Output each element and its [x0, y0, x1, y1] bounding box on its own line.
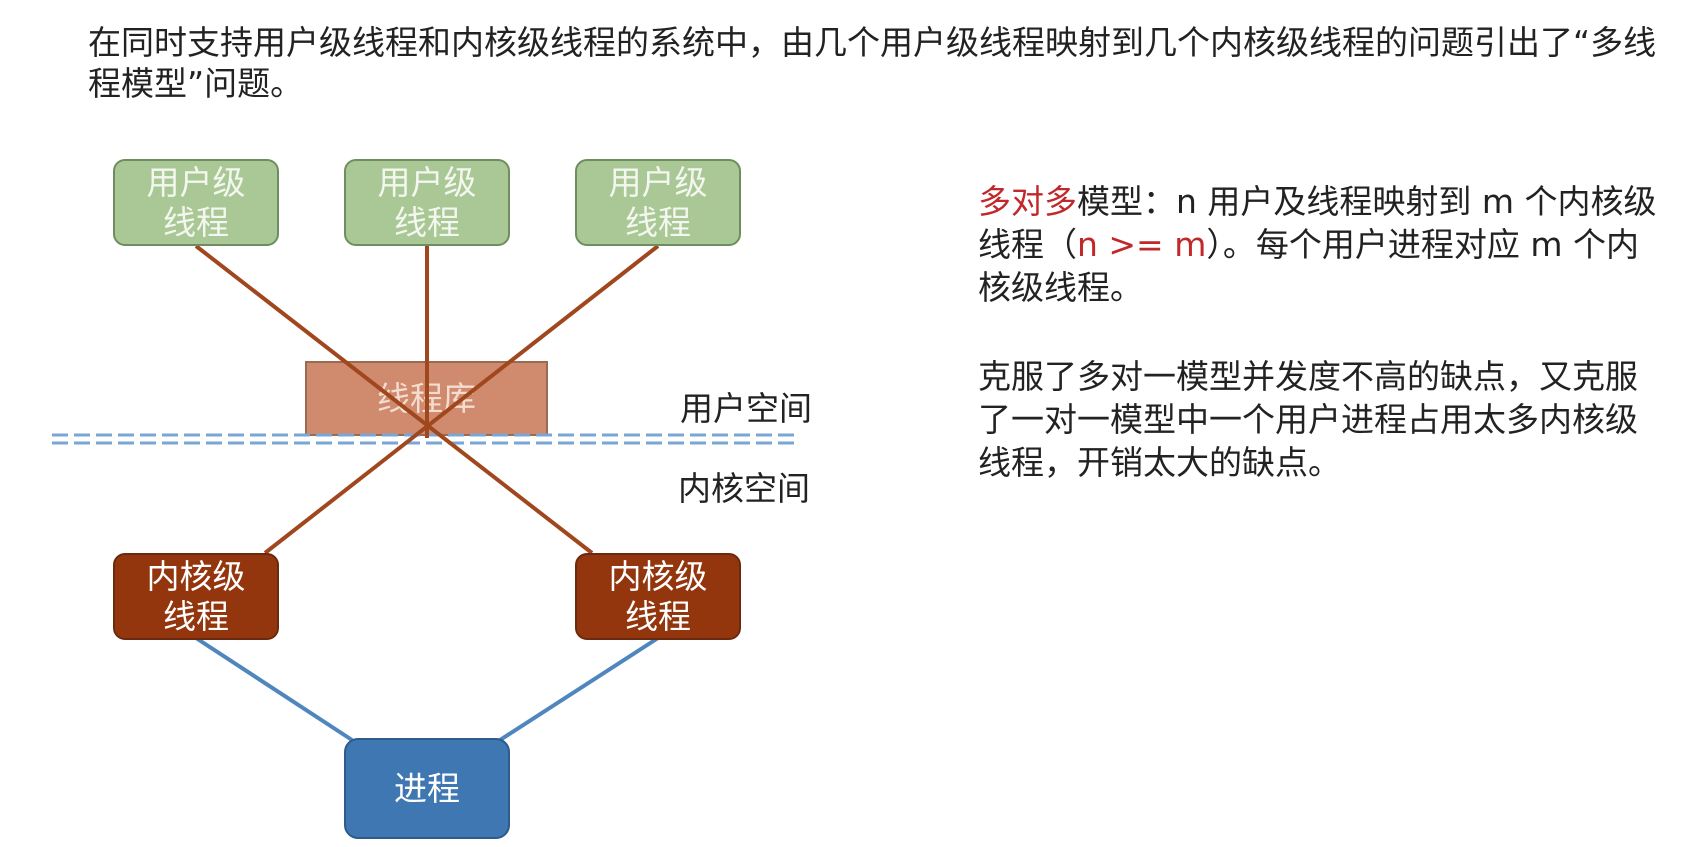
user-thread-box-2: 用户级 线程: [344, 159, 510, 246]
link-kernel1-process: [194, 636, 354, 742]
diagram-connections: [52, 244, 800, 742]
many-to-many-diagram: 线程库 用户级 线程 用户级 线程 用户级 线程 用户空间 内核空间 内核级 线…: [52, 159, 812, 839]
kernel-space-label: 内核空间: [678, 469, 810, 508]
link-user3-kernel1: [263, 244, 660, 555]
condition-highlight: n >= m: [1077, 225, 1207, 264]
model-description-part2: ）。每个用户进程对应 m 个内核级线程。: [978, 225, 1639, 307]
model-description: 多对多模型：n 用户及线程映射到 m 个内核级线程（n >= m）。每个用户进程…: [978, 180, 1668, 309]
intro-text: 在同时支持用户级线程和内核级线程的系统中，由几个用户级线程映射到几个内核级线程的…: [88, 23, 1657, 103]
kernel-thread-box-2: 内核级 线程: [575, 553, 741, 640]
process-box: 进程: [344, 738, 510, 839]
advantage-description: 克服了多对一模型并发度不高的缺点，又克服了一对一模型中一个用户进程占用太多内核级…: [978, 357, 1638, 482]
kernel-thread-box-1: 内核级 线程: [113, 553, 279, 640]
user-thread-box-3: 用户级 线程: [575, 159, 741, 246]
link-user1-kernel2: [194, 244, 594, 555]
link-kernel2-process: [498, 636, 660, 742]
model-name-highlight: 多对多: [978, 182, 1077, 221]
user-space-label: 用户空间: [680, 389, 812, 428]
model-description-part1: 模型：n 用户及线程映射到 m 个内核级线程（: [978, 182, 1657, 264]
user-thread-box-1: 用户级 线程: [113, 159, 279, 246]
